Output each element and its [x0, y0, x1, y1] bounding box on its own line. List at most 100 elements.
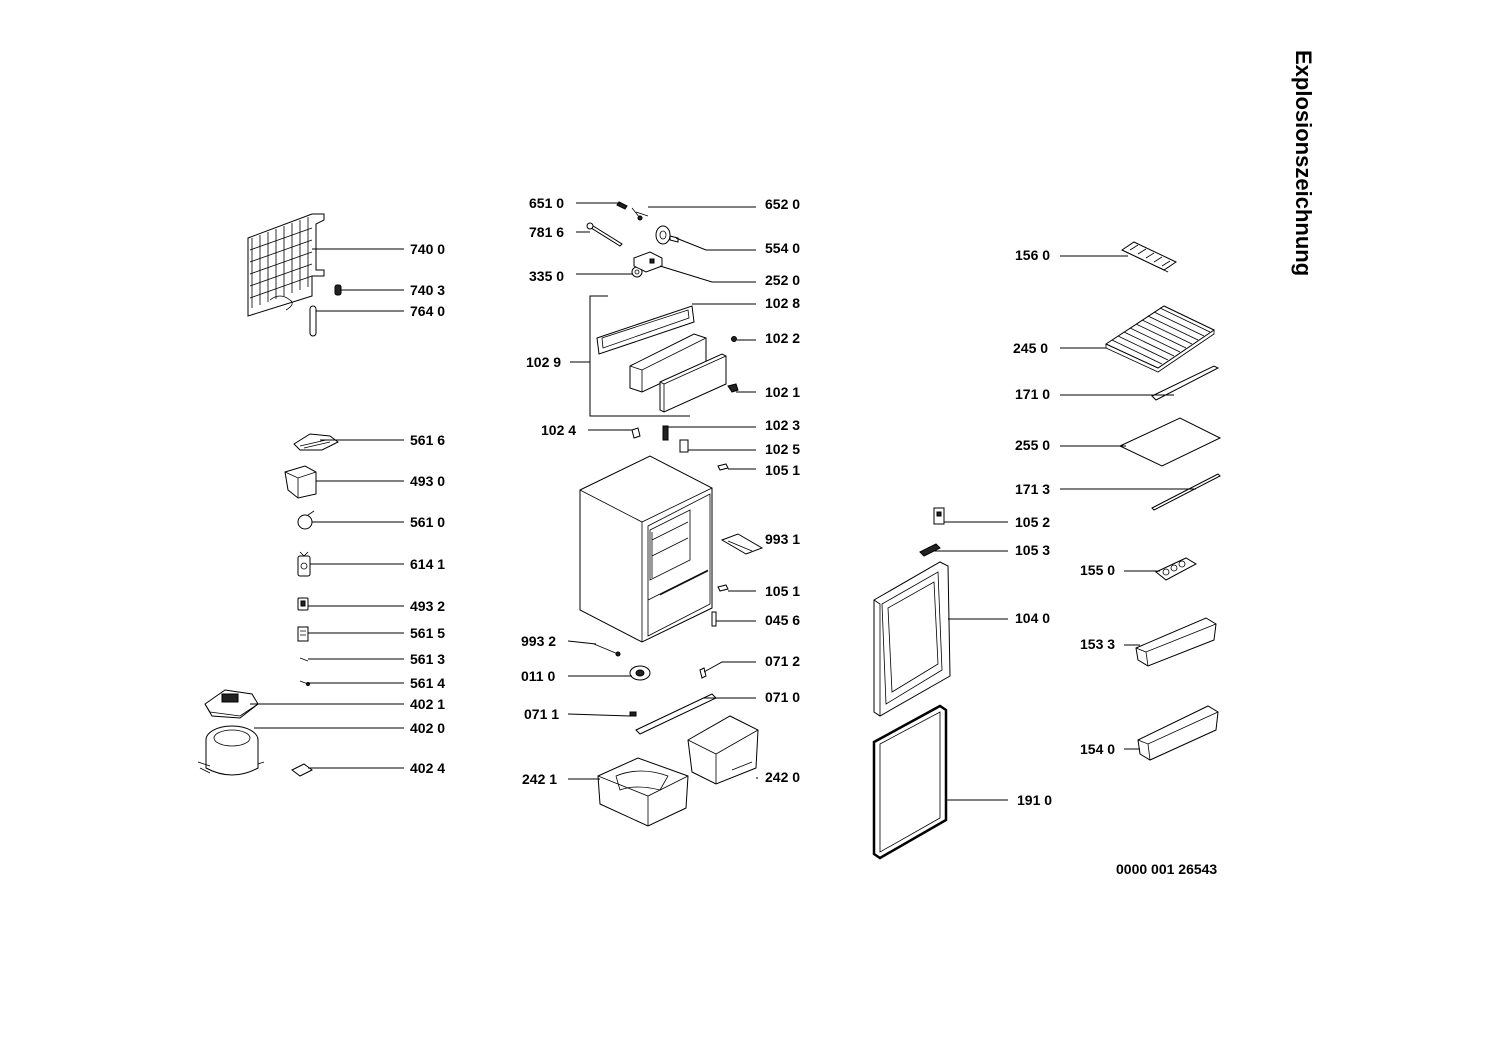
label-7400: 740 0	[410, 241, 445, 257]
glass-shelf-part-2550	[1118, 417, 1222, 467]
label-7816: 781 6	[529, 224, 564, 240]
compressor-bracket-part	[291, 763, 313, 777]
crisper-part-2420	[687, 715, 759, 785]
label-5616: 561 6	[410, 432, 445, 448]
door-bin-part-1540	[1137, 705, 1219, 761]
label-1051-lower: 105 1	[765, 583, 800, 599]
lamp-holder-part	[297, 597, 309, 611]
clip-part-1024	[631, 427, 641, 439]
rail-part-9931	[720, 533, 764, 555]
door-gasket-part-1910	[872, 704, 948, 860]
screw-part-1051b	[717, 584, 729, 592]
label-1540: 154 0	[1080, 741, 1115, 757]
compressor-part	[197, 725, 265, 776]
label-1024: 102 4	[541, 422, 576, 438]
thermostat-part	[297, 551, 311, 577]
switch-part	[297, 626, 309, 642]
small-part-5613	[299, 657, 309, 662]
label-0710: 071 0	[765, 689, 800, 705]
label-1040: 104 0	[1015, 610, 1050, 626]
foot-part-0712	[699, 667, 707, 679]
capillary-part-6520	[631, 207, 649, 221]
label-1053: 105 3	[1015, 542, 1050, 558]
label-7403: 740 3	[410, 282, 445, 298]
label-1713: 171 3	[1015, 481, 1050, 497]
plate-part-1025	[679, 439, 689, 453]
label-4932: 493 2	[410, 598, 445, 614]
knob-part	[297, 510, 315, 530]
label-1560: 156 0	[1015, 247, 1050, 263]
thermostat-housing-part	[284, 465, 317, 499]
shelf-strip-part-1713	[1151, 473, 1221, 511]
shelf-strip-part-1710	[1151, 365, 1220, 401]
label-4024: 402 4	[410, 760, 445, 776]
label-1029: 102 9	[526, 354, 561, 370]
label-2420: 242 0	[765, 769, 800, 785]
screw-part-1051a	[717, 463, 729, 471]
label-1051-upper: 105 1	[765, 462, 800, 478]
crisper-part-2421	[597, 757, 689, 827]
thermostat-cover-part	[293, 433, 339, 451]
freezer-door-frame-part	[596, 305, 695, 355]
group-bracket-1029	[589, 295, 690, 417]
clip-part-0711	[629, 711, 637, 717]
label-1028: 102 8	[765, 295, 800, 311]
label-3350: 335 0	[529, 268, 564, 284]
drawing-title: Explosionszeichnung	[1291, 50, 1316, 277]
part-labels: 740 0 740 3 764 0 561 6 493 0 561 0 614 …	[410, 195, 1115, 808]
condenser-clip-part	[334, 284, 342, 296]
drain-pan-part-0110	[629, 665, 651, 681]
door-part-1040	[873, 561, 951, 717]
drain-part-9932	[593, 643, 621, 657]
sensor-part-7816	[586, 222, 623, 247]
label-2520: 252 0	[765, 272, 800, 288]
cabinet-part	[579, 455, 713, 643]
lamp-cover-part-2520	[633, 251, 663, 273]
label-1533: 153 3	[1080, 636, 1115, 652]
label-5615: 561 5	[410, 625, 445, 641]
label-7640: 764 0	[410, 303, 445, 319]
label-0110: 011 0	[521, 668, 555, 684]
label-2450: 245 0	[1013, 340, 1048, 356]
label-1022: 102 2	[765, 330, 800, 346]
label-9931: 993 1	[765, 531, 800, 547]
label-1550: 155 0	[1080, 562, 1115, 578]
label-1052: 105 2	[1015, 514, 1050, 530]
wire-shelf-part-2450	[1104, 305, 1216, 373]
condenser-part	[247, 213, 325, 317]
label-4021: 402 1	[410, 696, 445, 712]
ice-tray-part-1560	[1120, 241, 1178, 273]
label-2421: 242 1	[522, 771, 557, 787]
label-1025: 102 5	[765, 441, 800, 457]
label-1021: 102 1	[765, 384, 800, 400]
freezer-flap-part-1021	[659, 353, 727, 413]
label-1910: 191 0	[1017, 792, 1052, 808]
label-0456: 045 6	[765, 612, 800, 628]
label-2550: 255 0	[1015, 437, 1050, 453]
hinge-plate-part-1053	[919, 543, 941, 557]
door-bin-part-1533	[1135, 617, 1217, 667]
small-part-6510	[616, 201, 628, 210]
label-1710: 171 0	[1015, 386, 1050, 402]
egg-tray-part-1550	[1155, 557, 1198, 581]
label-5613: 561 3	[410, 651, 445, 667]
label-4020: 402 0	[410, 720, 445, 736]
label-1023: 102 3	[765, 417, 800, 433]
label-0712: 071 2	[765, 653, 800, 669]
label-5610: 561 0	[410, 514, 445, 530]
rail-part-0710	[635, 693, 717, 735]
label-4930: 493 0	[410, 473, 445, 489]
label-5614: 561 4	[410, 675, 445, 691]
label-6510: 651 0	[529, 195, 564, 211]
hinge-part-1052	[933, 507, 945, 525]
relay-box-part	[204, 689, 259, 719]
bracket-part-1023	[662, 425, 669, 441]
label-6520: 652 0	[765, 196, 800, 212]
lamp-part-5540	[655, 225, 679, 245]
pin-part-0456	[711, 611, 717, 627]
hinge-part-1021-small	[727, 383, 739, 393]
document-number: 0000 001 26543	[1116, 861, 1218, 877]
label-6141: 614 1	[410, 556, 445, 572]
label-0711: 071 1	[524, 706, 559, 722]
